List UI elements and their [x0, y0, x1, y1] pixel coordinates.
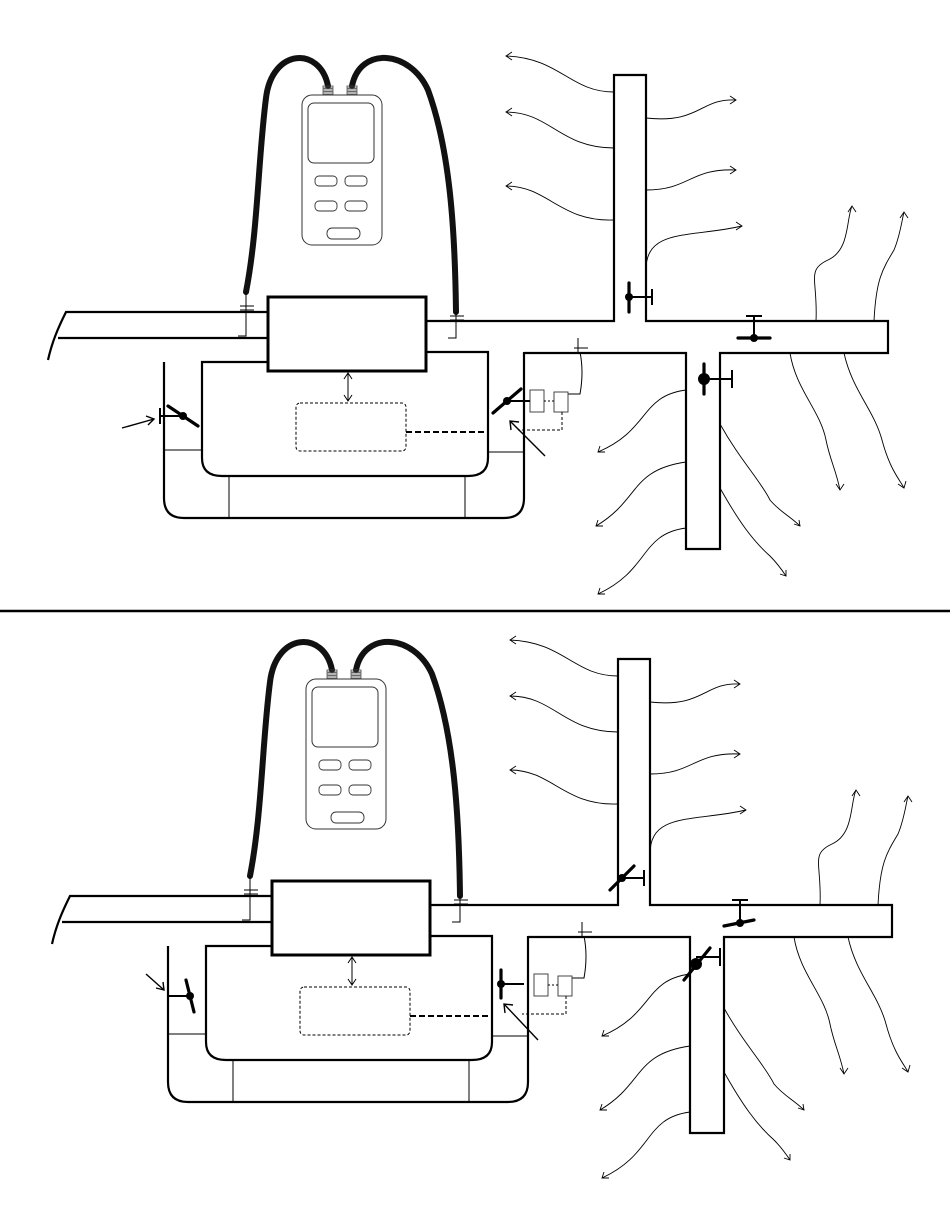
balancing-damper-icon: [122, 406, 198, 428]
balancing-damper-icon: [146, 974, 194, 1012]
air-flow-arrow: [506, 52, 908, 594]
balancing-damper-icon: [497, 970, 538, 1040]
balancing-damper-icon: [698, 364, 732, 394]
diagram-panel-top: [48, 52, 908, 594]
diagram-panel-bottom: [52, 636, 912, 1178]
balancing-damper-icon: [610, 866, 644, 890]
balancing-damper-icon: [625, 283, 652, 312]
air-flow-arrow: [510, 636, 912, 1178]
